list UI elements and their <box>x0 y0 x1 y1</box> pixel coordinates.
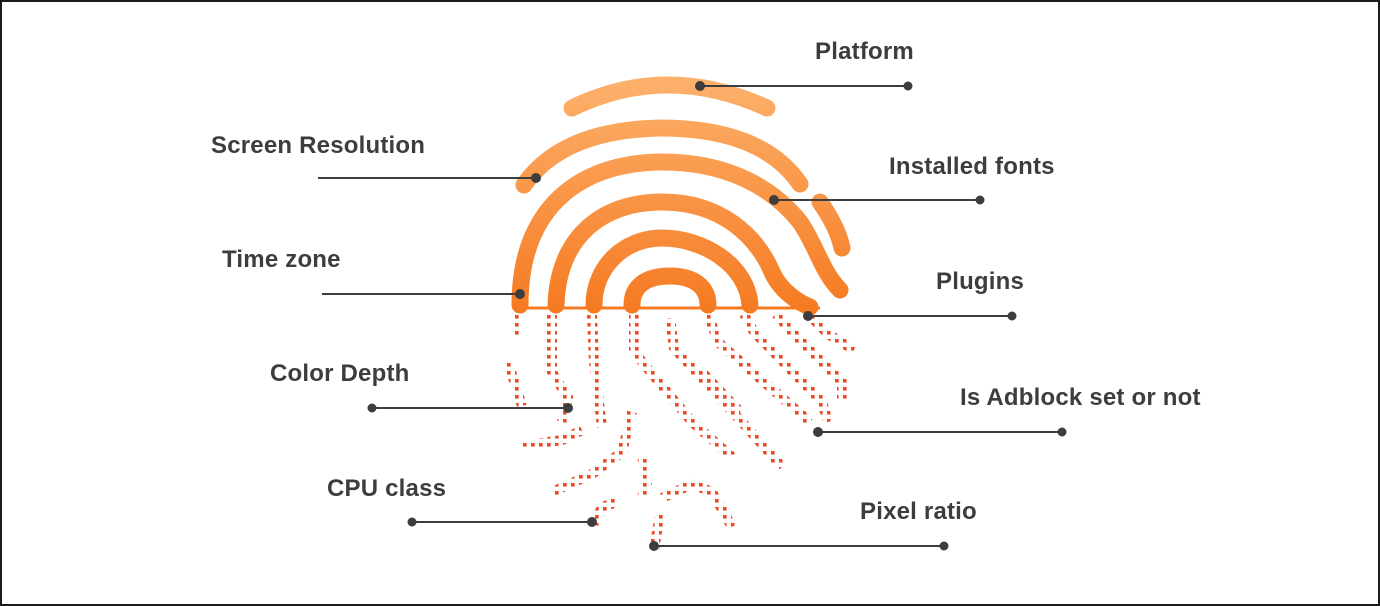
ridge-4 <box>547 193 819 316</box>
label-cpu-class: CPU class <box>327 475 447 502</box>
label-color-depth: Color Depth <box>270 360 410 387</box>
leader-color-depth <box>367 403 573 413</box>
leader-lines <box>318 81 1067 551</box>
ridge-7 <box>811 193 851 257</box>
label-pixel-ratio: Pixel ratio <box>860 498 977 525</box>
label-plugins: Plugins <box>936 268 1025 295</box>
leader-screen-resolution <box>318 173 541 183</box>
ridge-6 <box>623 267 717 314</box>
ridge-3 <box>511 153 849 314</box>
label-adblock: Is Adblock set or not <box>960 384 1201 411</box>
label-screen-resolution: Screen Resolution <box>211 132 426 159</box>
leader-installed-fonts <box>769 195 985 205</box>
label-installed-fonts: Installed fonts <box>889 153 1055 180</box>
fingerprint-dots <box>503 310 857 551</box>
leader-cpu-class <box>407 517 597 527</box>
label-time-zone: Time zone <box>222 246 341 273</box>
ridge-1 <box>563 76 776 117</box>
ridge-5 <box>585 229 759 314</box>
leader-plugins <box>803 311 1017 321</box>
ridge-2 <box>515 119 809 194</box>
leader-time-zone <box>322 289 525 299</box>
leader-adblock <box>813 427 1067 437</box>
leader-pixel-ratio <box>649 541 949 551</box>
leader-platform <box>695 81 913 91</box>
label-platform: Platform <box>815 38 914 65</box>
fingerprint-icon <box>511 76 851 316</box>
